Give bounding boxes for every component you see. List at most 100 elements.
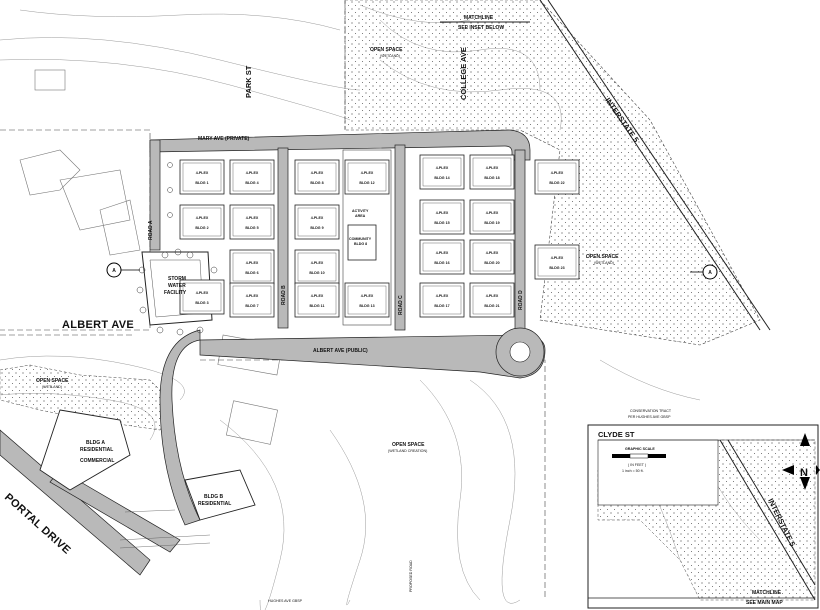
- inset-map-frame: [587, 424, 819, 609]
- graphic-scale-label: GRAPHIC SCALE: [625, 447, 655, 451]
- building-plex-label: 4-PLEX: [311, 216, 324, 220]
- storm-water-label-2: WATER: [168, 283, 186, 289]
- community-building-label-1: COMMUNITY: [349, 237, 372, 241]
- wetland-left-label: (WETLAND): [42, 385, 62, 389]
- clyde-st-label: CLYDE ST: [598, 430, 635, 439]
- storm-water-label-3: FACILITY: [164, 290, 187, 296]
- building-22: 4-PLEX BLDG 22: [534, 159, 580, 195]
- matchline-label: MATCHLINE: [464, 15, 494, 21]
- conservation-tract-label-1: CONSERVATION TRACT: [630, 409, 672, 413]
- building-plex-label: 4-PLEX: [436, 294, 449, 298]
- building-name-label: BLDG 15: [434, 221, 449, 225]
- building-plex-label: 4-PLEX: [436, 166, 449, 170]
- bldg-b-label-2: RESIDENTIAL: [198, 501, 231, 507]
- building-plex-label: 4-PLEX: [311, 294, 324, 298]
- building-name-label: BLDG 14: [434, 176, 449, 180]
- building-name-label: BLDG 17: [434, 304, 449, 308]
- bldg-a-label-2: RESIDENTIAL: [80, 447, 113, 453]
- building-name-label: BLDG 8: [310, 181, 323, 185]
- open-space-right-label: OPEN SPACE: [586, 254, 619, 260]
- building-plex-label: 4-PLEX: [246, 216, 259, 220]
- conservation-tract-label-2: PER HUGHES AVE GBSP: [628, 415, 671, 419]
- road-a-label: ROAD A: [148, 220, 154, 240]
- hughes-ave-label: HUGHES AVE GBSP: [268, 599, 303, 603]
- community-area: [342, 149, 392, 326]
- building-name-label: BLDG 22: [549, 181, 564, 185]
- building-14: 4-PLEX BLDG 14: [419, 154, 465, 190]
- road-b-label: ROAD B: [281, 285, 287, 305]
- roads: [0, 129, 546, 576]
- building-name-label: BLDG 5: [245, 226, 258, 230]
- section-marker-icon: [106, 262, 718, 280]
- building-7: 4-PLEX BLDG 7: [229, 282, 275, 318]
- building-5: 4-PLEX BLDG 5: [229, 204, 275, 240]
- building-plex-label: 4-PLEX: [246, 261, 259, 265]
- activity-area-label-2: AREA: [355, 214, 366, 218]
- parking-area: [119, 509, 211, 549]
- building-name-label: BLDG 19: [484, 221, 499, 225]
- building-plex-label: 4-PLEX: [551, 256, 564, 260]
- building-plex-label: 4-PLEX: [246, 294, 259, 298]
- building-11: 4-PLEX BLDG 11: [294, 282, 340, 318]
- building-name-label: BLDG 6: [245, 271, 258, 275]
- tree-markers: [136, 162, 220, 336]
- scale-feet-label: ( IN FEET ): [628, 463, 646, 467]
- commercial-buildings: [39, 409, 256, 521]
- mary-ave-label: MARY AVE (PRIVATE): [198, 136, 250, 142]
- section-marker-right-label: A: [708, 270, 712, 276]
- open-space-top-label: OPEN SPACE: [370, 47, 403, 53]
- building-plex-label: 4-PLEX: [196, 291, 209, 295]
- building-name-label: BLDG 21: [484, 304, 499, 308]
- interstate-lines: [539, 0, 816, 601]
- building-13: 4-PLEX BLDG 13: [344, 282, 390, 318]
- park-st-label: PARK ST: [244, 65, 253, 98]
- building-name-label: BLDG 11: [310, 304, 325, 308]
- building-name-label: BLDG 2: [195, 226, 208, 230]
- building-plex-label: 4-PLEX: [196, 171, 209, 175]
- albert-ave-label: ALBERT AVE: [62, 319, 134, 331]
- open-space-center-label: OPEN SPACE: [392, 442, 425, 448]
- building-plex-label: 4-PLEX: [486, 166, 499, 170]
- building-3: 4-PLEX BLDG 3: [179, 279, 225, 315]
- building-15: 4-PLEX BLDG 15: [419, 199, 465, 235]
- see-main-map-label: SEE MAIN MAP: [746, 600, 783, 606]
- building-name-label: BLDG 13: [359, 304, 374, 308]
- building-plex-label: 4-PLEX: [486, 251, 499, 255]
- building-plex-label: 4-PLEX: [361, 171, 374, 175]
- bldg-b-label-1: BLDG B: [204, 494, 224, 500]
- north-arrow-icon: [782, 433, 820, 490]
- activity-area-label-1: ACTIVITY: [352, 209, 369, 213]
- building-plex-label: 4-PLEX: [436, 211, 449, 215]
- building-4: 4-PLEX BLDG 4: [229, 159, 275, 195]
- building-name-label: BLDG 4: [245, 181, 258, 185]
- building-name-label: BLDG 16: [434, 261, 449, 265]
- building-plex-label: 4-PLEX: [196, 216, 209, 220]
- north-arrow-label: N: [800, 467, 808, 479]
- bldg-a-label-1: BLDG A: [86, 440, 105, 446]
- building-plex-label: 4-PLEX: [246, 171, 259, 175]
- building-2: 4-PLEX BLDG 2: [179, 204, 225, 240]
- college-ave-label: COLLEGE AVE: [459, 47, 468, 100]
- road-d-label: ROAD D: [518, 290, 524, 310]
- graphic-scale-bar: [612, 453, 666, 459]
- wetland-top-label: (WETLAND): [380, 54, 400, 58]
- building-name-label: BLDG 3: [195, 301, 208, 305]
- wetland-center-label: (WETLAND CREATION): [388, 449, 427, 453]
- scale-ratio-label: 1 inch = 50 ft.: [622, 469, 644, 473]
- building-plex-label: 4-PLEX: [311, 261, 324, 265]
- section-marker-left-label: A: [112, 268, 116, 274]
- building-plex-label: 4-PLEX: [551, 171, 564, 175]
- albert-ave-public-label: ALBERT AVE (PUBLIC): [313, 348, 368, 354]
- building-plex-label: 4-PLEX: [361, 294, 374, 298]
- building-name-label: BLDG 7: [245, 304, 258, 308]
- building-17: 4-PLEX BLDG 17: [419, 282, 465, 318]
